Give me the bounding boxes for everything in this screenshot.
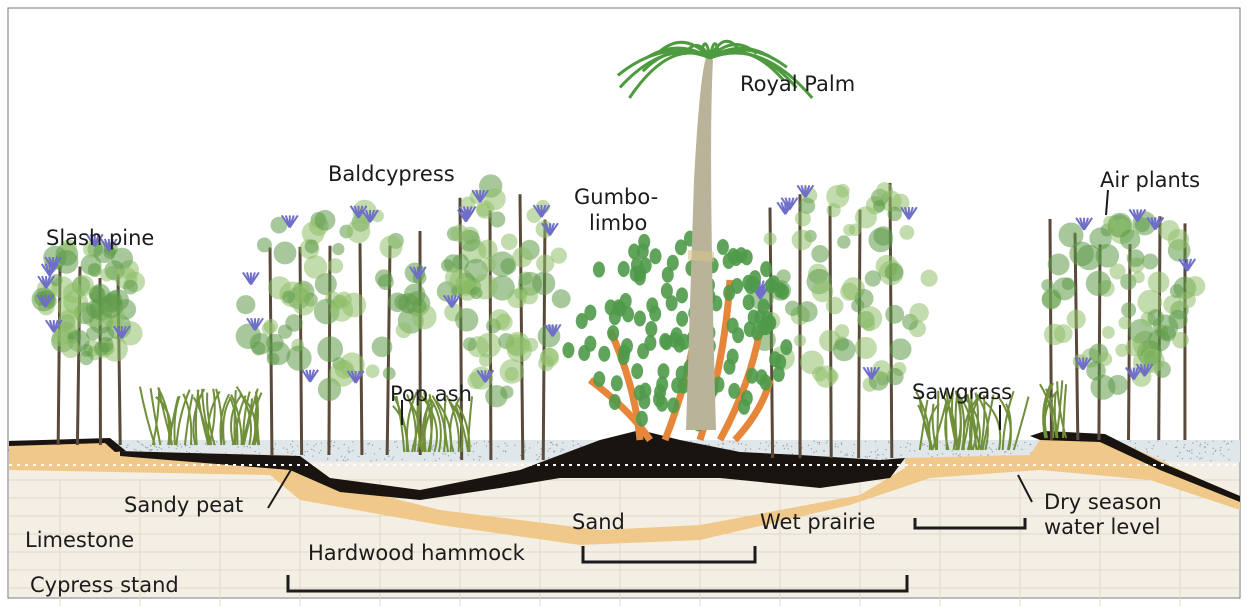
royal-palm-label: Royal Palm [740,74,855,95]
baldcypress-label: Baldcypress [328,164,455,185]
wet-prairie-label: Wet prairie [760,512,875,533]
pop-ash-label: Pop ash [390,384,472,405]
slash-pine-label: Slash pine [46,228,154,249]
gumbo-limbo-label: Gumbo- limbo [574,184,658,237]
limestone-label: Limestone [25,530,134,551]
hardwood-hammock-label: Hardwood hammock [308,543,525,564]
dry-season-label-line1: Dry season [1044,490,1162,515]
cypress-stand-label: Cypress stand [30,575,179,596]
gumbo-limbo-label-line1: Gumbo- [574,184,658,210]
dry-season-water-level-label: Dry season water level [1044,490,1162,540]
gumbo-limbo-label-line2: limbo [574,210,658,236]
sawgrass-label: Sawgrass [912,382,1012,403]
sand-label: Sand [572,512,625,533]
sandy-peat-label: Sandy peat [124,495,243,516]
air-plants-label: Air plants [1100,170,1200,191]
dry-season-label-line2: water level [1044,515,1162,540]
